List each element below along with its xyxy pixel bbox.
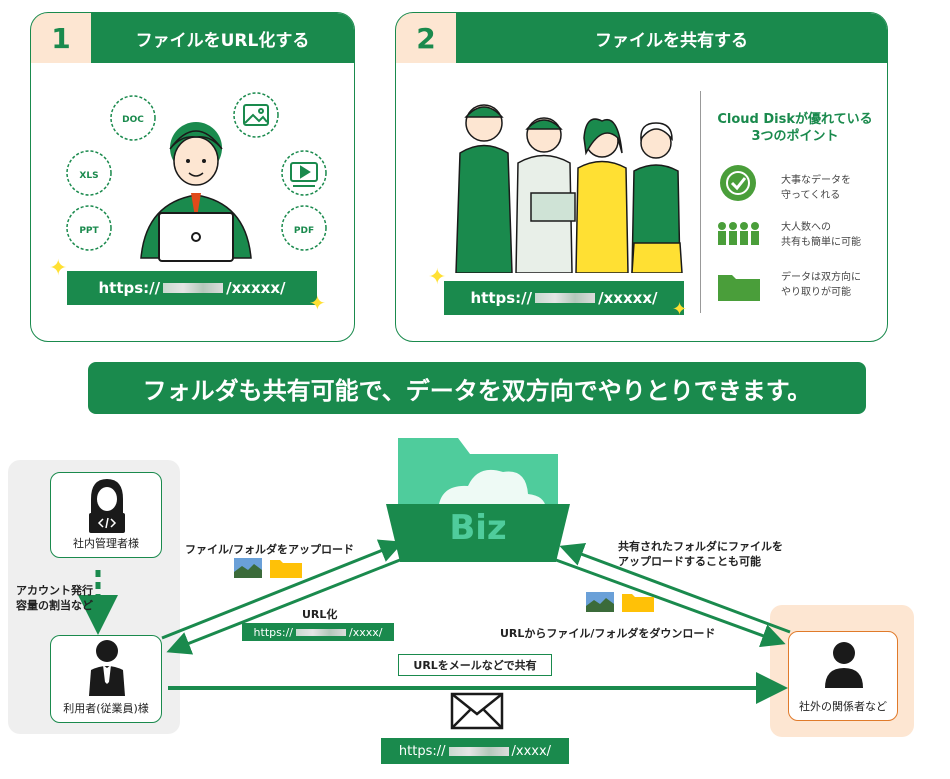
pdf-icon: PDF [293,226,315,236]
point-line: 大人数への [781,222,831,233]
points-title-line: Cloud Diskが優れている [717,112,873,127]
points-title-line: 3つのポイント [751,129,839,144]
point-text: 大人数への 共有も簡単に可能 [781,220,861,250]
photo-folder-icons [234,558,302,578]
upload-label: ファイル/フォルダをアップロード [185,543,355,556]
mail-icon [450,692,504,730]
url-bar: https:// /xxxxx/ [67,271,317,305]
points-title: Cloud Diskが優れている 3つのポイント [701,111,887,145]
folder-icon [718,275,760,301]
blurred-domain [295,628,346,636]
bottom-url-bar: https:// /xxxx/ [381,738,569,764]
share-label: URLをメールなどで共有 [413,659,537,672]
card-header [396,13,887,63]
user-box: 利用者(従業員)様 [50,635,162,723]
shared-upload-line: アップロードすることも可能 [618,555,761,568]
card-number: 2 [396,13,456,63]
url-prefix: https:// [253,625,293,639]
shared-upload-line: 共有されたフォルダにファイルを [618,540,783,553]
admin-label: 社内管理者様 [73,537,139,550]
url-prefix: https:// [398,743,446,759]
blurred-domain [163,283,224,293]
url-prefix: https:// [470,289,533,307]
url-suffix: /xxxx/ [511,743,552,759]
point-line: やり取りが可能 [781,287,851,298]
points-icons [718,165,760,301]
banner: フォルダも共有可能で、データを双方向でやりとりできます。 [88,362,866,414]
card-url-conversion: 1 ファイルをURL化する [30,12,355,342]
sparkle-icon: ✦ [309,291,326,315]
share-label-box: URLをメールなどで共有 [398,654,552,676]
small-url-bar: https:// /xxxx/ [242,623,394,641]
point-text: データは双方向に やり取りが可能 [781,270,861,300]
folder-label: Biz [449,508,507,548]
shared-upload-note: 共有されたフォルダにファイルを アップロードすることも可能 [618,539,783,569]
card-file-sharing: 2 ファイルを共有する https:// /xxxxx/ ✦ ✦ Cloud Di… [395,12,888,342]
admin-person-icon [89,479,125,533]
external-person-icon [825,642,863,688]
employee-person-icon [89,640,125,696]
point-text: 大事なデータを 守ってくれる [781,173,851,203]
ppt-icon: PPT [79,226,99,236]
sparkle-icon: ✦ [672,299,688,320]
account-note-line: アカウント発行 [16,584,93,597]
point-line: 大事なデータを [781,175,851,186]
flow-arrows [78,539,791,704]
external-box: 社外の関係者など [788,631,898,721]
download-label: URLからファイル/フォルダをダウンロード [500,627,716,640]
admin-box: 社内管理者様 [50,472,162,558]
account-note-line: 容量の割当など [16,599,93,612]
url-suffix: /xxxxx/ [598,289,658,307]
url-label: URL化 [302,608,338,621]
point-line: 守ってくれる [781,190,841,201]
sparkle-icon: ✦ [428,265,447,290]
point-line: 共有も簡単に可能 [781,237,861,248]
url-bar: https:// /xxxxx/ [444,281,684,315]
blurred-domain [448,746,509,756]
xls-icon: XLS [79,171,99,181]
group-people-illustration [455,104,683,273]
doc-icon: DOC [122,115,144,125]
card-number: 1 [31,13,91,63]
divider [700,91,701,313]
account-note: アカウント発行 容量の割当など [16,583,93,613]
people-icon [718,222,759,245]
sparkle-icon: ✦ [49,256,68,281]
card-title: ファイルを共有する [595,30,748,51]
photo-folder-icons [586,592,654,612]
external-label: 社外の関係者など [799,700,887,713]
point-line: データは双方向に [781,272,861,283]
url-suffix: /xxxxx/ [226,279,286,297]
card-title: ファイルをURL化する [135,30,310,51]
user-label: 利用者(従業員)様 [63,702,149,715]
blurred-domain [535,293,596,303]
card1-illustration [66,92,327,262]
url-prefix: https:// [98,279,161,297]
biz-folder-icon [386,438,570,562]
url-suffix: /xxxx/ [348,625,383,639]
check-badge-icon [720,165,756,201]
